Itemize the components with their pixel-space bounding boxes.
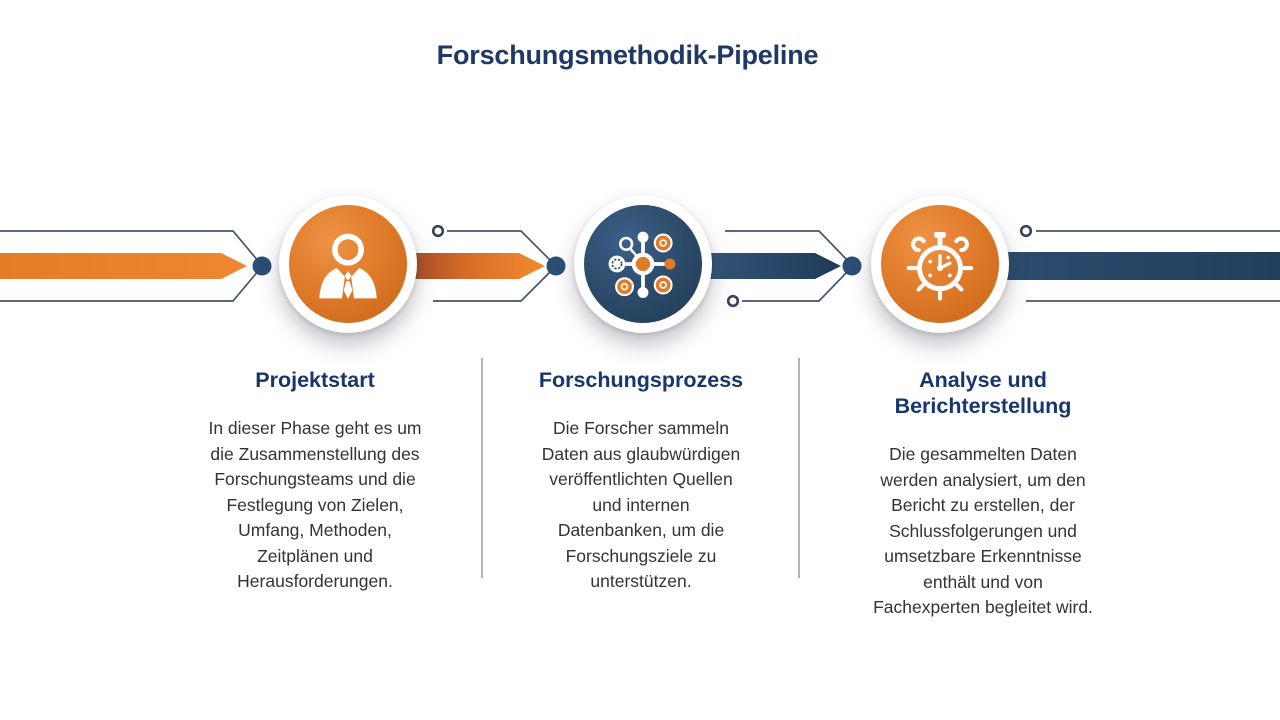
stage-circle-fill	[584, 205, 702, 323]
chevron-outline-bottom	[742, 268, 851, 302]
stage-circle-projektstart	[279, 195, 417, 333]
connector-dot	[546, 256, 566, 276]
stopwatch-icon	[906, 232, 974, 301]
page-title: Forschungsmethodik-Pipeline	[436, 40, 819, 70]
stage-circle-fill	[881, 205, 999, 323]
chevron-outline-top	[447, 230, 554, 264]
pipeline-segment-1	[0, 230, 272, 302]
column-divider	[798, 358, 800, 578]
chevron-outline-top	[0, 230, 260, 263]
stage-heading: Analyse und Berichterstellung	[894, 368, 1072, 418]
pipeline-segment-2	[400, 224, 566, 302]
navy-bar	[1000, 252, 1280, 280]
orange-arrow	[0, 253, 247, 279]
stage-text-analyse: Analyse und Berichterstellung Die gesamm…	[828, 367, 1138, 621]
stage-description: In dieser Phase geht es um die Zusammens…	[208, 418, 422, 591]
connector-ring	[726, 294, 740, 308]
pipeline-segment-3	[700, 230, 862, 308]
person-icon	[319, 233, 377, 299]
pipeline-connector	[0, 224, 1280, 308]
connector-dot	[252, 256, 272, 276]
stage-text-projektstart: Projektstart In dieser Phase geht es um …	[170, 367, 460, 595]
chevron-outline-top	[725, 230, 851, 264]
stage-circle-forschungsprozess	[574, 195, 712, 333]
magnifier-icon	[619, 236, 638, 257]
column-divider	[481, 358, 483, 578]
stage-heading: Forschungsprozess	[538, 368, 744, 392]
chevron-outline-bottom	[433, 268, 554, 302]
pipeline-segment-4	[1000, 224, 1280, 302]
research-network-icon	[608, 231, 676, 299]
chevron-outline-bottom	[0, 269, 260, 302]
connector-ring	[1019, 224, 1033, 238]
connector-dot	[842, 256, 862, 276]
stage-circle-fill	[289, 205, 407, 323]
stage-circle-analyse	[871, 195, 1009, 333]
stage-description: Die Forscher sammeln Daten aus glaubwürd…	[541, 418, 741, 591]
stage-description: Die gesammelten Daten werden analysiert,…	[873, 444, 1093, 617]
navy-arrow	[700, 253, 841, 279]
connector-ring	[431, 224, 445, 238]
orange-arrow	[400, 253, 545, 279]
stage-text-forschungsprozess: Forschungsprozess Die Forscher sammeln D…	[496, 367, 786, 595]
stage-heading: Projektstart	[255, 368, 375, 392]
